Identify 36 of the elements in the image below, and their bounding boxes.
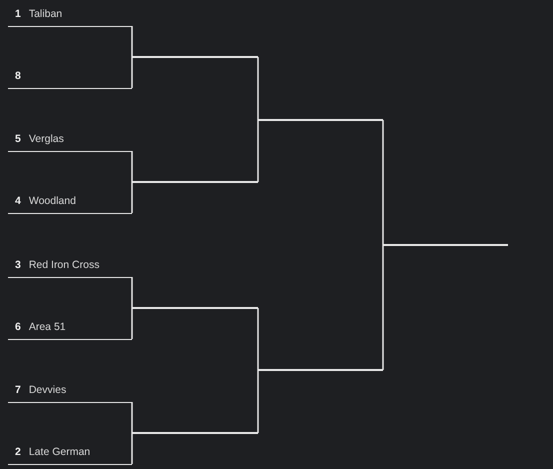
team-name: Devvies xyxy=(28,384,66,396)
bracket-line xyxy=(132,181,258,183)
team-name: Taliban xyxy=(28,8,62,20)
seed-number: 6 xyxy=(15,321,21,334)
connector-line xyxy=(257,308,259,370)
team-name: Area 51 xyxy=(28,321,66,334)
seed-number: 7 xyxy=(15,384,21,396)
seed-number: 4 xyxy=(15,195,21,208)
seed-number: 8 xyxy=(15,70,21,82)
connector-line xyxy=(131,26,133,57)
bracket-line xyxy=(383,244,508,246)
team-name: Woodland xyxy=(28,195,76,208)
bracket-line xyxy=(132,307,258,309)
bracket-line xyxy=(132,432,258,434)
connector-line xyxy=(131,433,133,464)
connector-line xyxy=(257,120,259,182)
bracket-line xyxy=(258,119,383,121)
connector-line xyxy=(257,57,259,120)
bracket-line xyxy=(258,369,383,371)
connector-line xyxy=(131,182,133,213)
connector-line xyxy=(382,120,384,245)
seed-number: 2 xyxy=(15,446,21,458)
seed-number: 5 xyxy=(15,133,21,146)
connector-line xyxy=(131,277,133,308)
team-name: Late German xyxy=(28,446,90,458)
connector-line xyxy=(131,308,133,339)
connector-line xyxy=(257,370,259,433)
team-name: Red Iron Cross xyxy=(28,259,100,272)
connector-line xyxy=(131,402,133,433)
seed-number: 1 xyxy=(15,8,21,20)
seed-number: 3 xyxy=(15,259,21,272)
connector-line xyxy=(131,57,133,88)
connector-line xyxy=(131,151,133,182)
connector-line xyxy=(382,245,384,370)
bracket-line xyxy=(132,56,258,58)
team-name: Verglas xyxy=(28,133,64,146)
